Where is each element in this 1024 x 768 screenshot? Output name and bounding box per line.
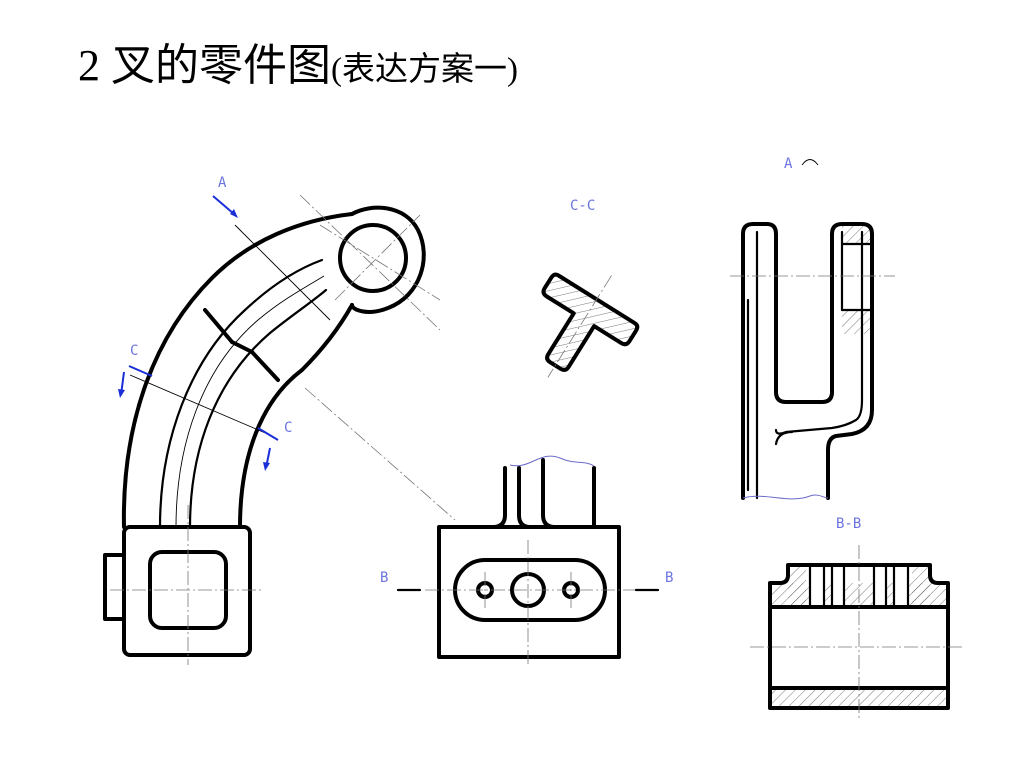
boss-centerline-3 (299, 194, 441, 331)
rib-right (188, 288, 328, 529)
projection-line (304, 387, 456, 521)
view-a-rotation-symbol (801, 159, 819, 166)
front-view: B B (380, 455, 673, 665)
section-bb-label: B-B (836, 516, 861, 532)
page-title: 2 叉的零件图(表达方案一) (78, 44, 518, 88)
rib-center (175, 275, 325, 528)
bb-hole-4 (894, 565, 908, 607)
prong-mid (541, 458, 557, 529)
arm-break-3 (250, 350, 280, 382)
view-a-arrow-line (212, 195, 235, 215)
view-a-inner-profile (755, 230, 864, 500)
arm-inner-edge (238, 303, 354, 529)
view-a-arrow-label: A (218, 175, 227, 191)
section-c-line (129, 374, 271, 436)
bb-hole-2 (832, 565, 844, 607)
boss-centerline-1 (319, 224, 441, 301)
section-c-left-mark (128, 365, 153, 377)
view-a-inner-step (774, 430, 794, 446)
title-sub: (表达方案一) (331, 52, 518, 88)
title-main: 2 叉的零件图 (78, 41, 331, 90)
section-cc-view: C-C (541, 198, 640, 378)
section-b-line (234, 224, 331, 321)
bb-hole-1 (810, 565, 824, 607)
section-b-left-label: B (380, 570, 388, 586)
section-bb-view: B-B (750, 516, 962, 718)
prong-hatch-mid (842, 310, 870, 334)
boss-outline (350, 205, 426, 314)
bb-hatch-left-boss (788, 565, 806, 607)
section-b-right-label: B (665, 570, 673, 586)
bb-hole-3 (874, 565, 886, 607)
section-c-right-arrowhead (263, 462, 270, 471)
prong-break-wave (509, 455, 595, 467)
t-section-outline (541, 272, 640, 372)
hub-side-tab (103, 553, 126, 621)
main-view: A C C (103, 175, 456, 665)
arm-break-1 (203, 308, 234, 344)
section-c-left-label: C (130, 343, 138, 359)
section-c-left-arrowhead (118, 389, 125, 398)
t-section-centerline (547, 275, 612, 378)
view-a-break-wave (742, 494, 829, 500)
bb-hatch-bottom (770, 688, 948, 708)
view-a-outer-profile (741, 222, 874, 500)
bb-outline (768, 563, 950, 710)
view-a: A (730, 156, 895, 500)
hub-outline (122, 525, 252, 657)
prong-hatch-top (842, 226, 870, 244)
boss-hole (338, 223, 408, 293)
section-cc-label: C-C (570, 198, 595, 214)
arm-break-2 (230, 340, 254, 354)
section-c-right-label: C (284, 420, 292, 436)
rib-left (158, 258, 324, 529)
view-a-header-label: A (784, 156, 793, 172)
prong-left-inner (517, 466, 532, 529)
front-block (437, 525, 621, 659)
arm-outer-edge (121, 212, 354, 529)
boss-centerline-2 (334, 214, 421, 301)
view-a-arrowhead (230, 209, 238, 218)
section-c-right-mark (257, 427, 279, 441)
bb-hatch-right-boss (912, 565, 930, 607)
prong-left-outer (491, 466, 507, 529)
